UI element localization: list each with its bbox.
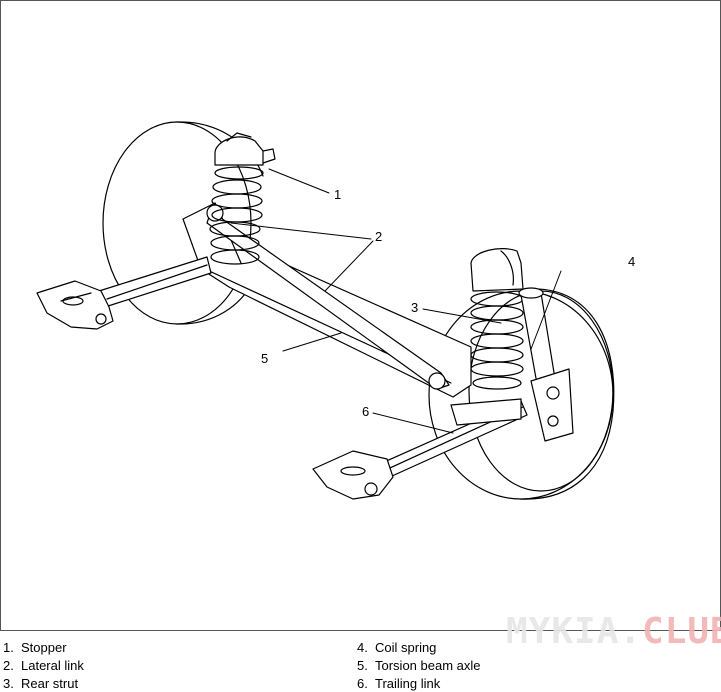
- leader-lines: [230, 168, 562, 434]
- parts-legend: 1. Stopper 2. Lateral link 3. Rear strut 4.…: [0, 631, 721, 691]
- watermark-prefix: MYKIA.: [506, 611, 643, 652]
- rear-suspension-drawing: [36, 121, 615, 500]
- legend-number: 6.: [357, 676, 368, 691]
- watermark-suffix: CLUB: [642, 611, 721, 652]
- legend-item-torsion-beam-axle: 5. Torsion beam axle: [357, 658, 481, 674]
- legend-number: 3.: [3, 676, 14, 691]
- legend-item-trailing-link: 6. Trailing link: [357, 676, 440, 692]
- legend-item-stopper: 1. Stopper: [3, 640, 67, 656]
- legend-number: 4.: [357, 640, 368, 655]
- legend-label: Torsion beam axle: [375, 658, 481, 673]
- legend-item-rear-strut: 3. Rear strut: [3, 676, 78, 692]
- callout-1: 1: [334, 187, 342, 202]
- legend-label: Coil spring: [375, 640, 437, 655]
- left-coil-spring: [209, 132, 276, 265]
- legend-item-coil-spring: 4. Coil spring: [357, 640, 436, 656]
- legend-item-lateral-link: 2. Lateral link: [3, 658, 84, 674]
- legend-label: Stopper: [21, 640, 67, 655]
- watermark: MYKIA.CLUB: [506, 614, 721, 650]
- right-coil-spring: [470, 248, 524, 390]
- lateral-link: [206, 204, 450, 390]
- left-trailing-link: [36, 256, 212, 330]
- legend-label: Lateral link: [21, 658, 84, 673]
- callout-4: 4: [628, 254, 636, 269]
- legend-number: 2.: [3, 658, 14, 673]
- callout-5: 5: [261, 351, 269, 366]
- legend-number: 1.: [3, 640, 14, 655]
- diagram-frame: 1 2 3 4 5 6: [0, 0, 721, 631]
- rear-strut: [518, 287, 574, 442]
- callout-3: 3: [411, 300, 419, 315]
- right-trailing-link: [312, 398, 528, 500]
- legend-label: Trailing link: [375, 676, 441, 691]
- callout-2: 2: [375, 229, 383, 244]
- legend-label: Rear strut: [21, 676, 79, 691]
- legend-number: 5.: [357, 658, 368, 673]
- callout-6: 6: [362, 404, 370, 419]
